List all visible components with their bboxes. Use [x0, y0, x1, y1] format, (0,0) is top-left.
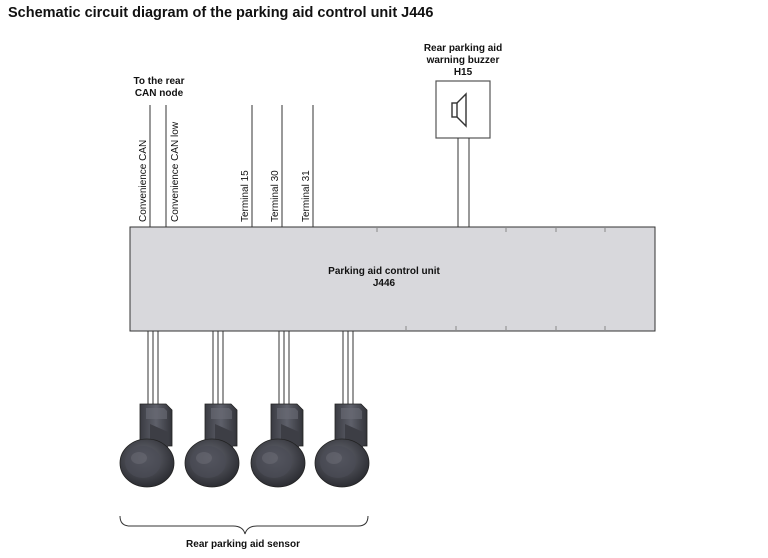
buzzer	[435, 80, 491, 227]
wire-label-terminal-15: Terminal 15	[240, 170, 251, 222]
buzzer-label-line3: H15	[454, 67, 473, 78]
sensor-wires	[147, 331, 354, 404]
control-unit-box	[129, 226, 656, 332]
speaker-icon	[451, 92, 467, 128]
parking-sensor-1	[119, 403, 175, 488]
wire-label-convenience-can: Convenience CAN	[138, 140, 149, 222]
wire-label-convenience-can-low: Convenience CAN low	[170, 121, 181, 222]
sensor-label: Rear parking aid sensor	[186, 539, 300, 550]
control-unit-label-line2: J446	[373, 278, 396, 289]
wire-label-terminal-30: Terminal 30	[270, 170, 281, 222]
buzzer-label-line1: Rear parking aid	[424, 43, 502, 54]
parking-sensor-4	[314, 403, 370, 488]
top-wires	[149, 105, 314, 227]
can-node-label-line1: To the rear	[134, 76, 185, 87]
sensor-group-brace	[119, 515, 369, 535]
parking-sensor-3	[250, 403, 306, 488]
control-unit: Parking aid control unit J446	[129, 226, 656, 332]
parking-sensor-2	[184, 403, 240, 488]
buzzer-box	[435, 80, 491, 139]
control-unit-label-line1: Parking aid control unit	[328, 266, 440, 277]
buzzer-label-line2: warning buzzer	[426, 55, 500, 66]
wire-label-terminal-31: Terminal 31	[301, 170, 312, 222]
can-node-label-line2: CAN node	[135, 88, 184, 99]
page-title: Schematic circuit diagram of the parking…	[8, 5, 434, 21]
